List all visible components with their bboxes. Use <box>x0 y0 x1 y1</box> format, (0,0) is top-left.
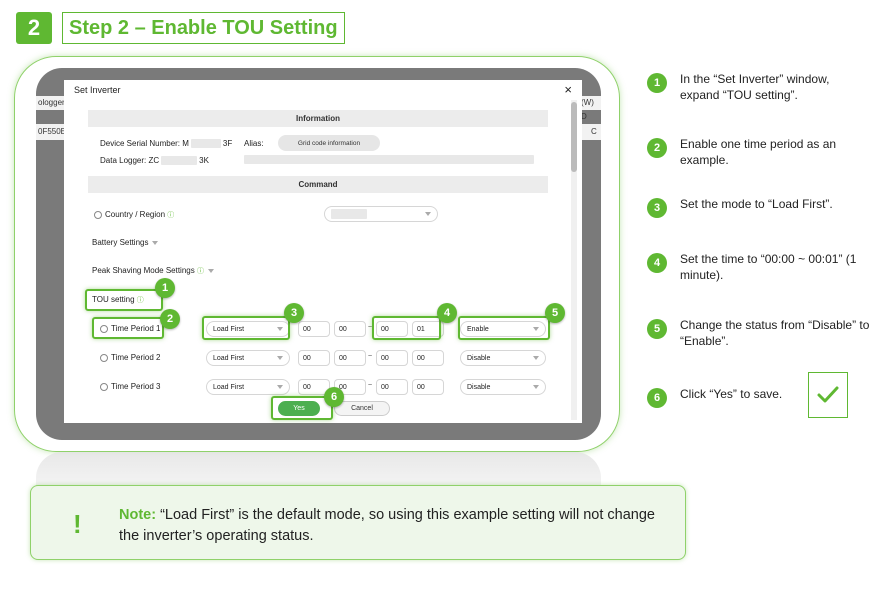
step-badge-3: 3 <box>647 198 667 218</box>
start-hour-1[interactable]: 00 <box>298 321 330 337</box>
time-period-1-radio[interactable]: Time Period 1 <box>100 324 161 333</box>
step-badge-2: 2 <box>647 138 667 158</box>
note-body: “Load First” is the default mode, so usi… <box>119 507 655 544</box>
radio-icon[interactable] <box>100 324 108 333</box>
radio-icon[interactable] <box>94 210 102 219</box>
chevron-down-icon <box>207 268 214 273</box>
country-region-option[interactable]: Country / Region ⓘ <box>94 210 174 220</box>
alias-label: Alias: <box>244 139 264 148</box>
step-text-4: Set the time to “00:00 ~ 00:01” (1 minut… <box>680 252 857 282</box>
chevron-down-icon <box>533 356 539 360</box>
bg-column-label: ologger <box>36 96 66 110</box>
end-minute-1[interactable]: 01 <box>412 321 444 337</box>
callout-badge-2: 2 <box>160 309 180 329</box>
chevron-down-icon <box>425 212 431 216</box>
step-number-badge: 2 <box>16 12 52 44</box>
info-icon: ⓘ <box>167 212 175 219</box>
close-icon[interactable]: × <box>564 82 572 97</box>
chevron-down-icon <box>533 385 539 389</box>
start-hour-2[interactable]: 00 <box>298 350 330 366</box>
status-select-1[interactable]: Enable <box>460 321 546 337</box>
bg-column-label-right: (W) D <box>581 96 601 121</box>
range-separator: ~ <box>368 353 373 360</box>
highlight-time-range <box>372 316 441 340</box>
exclamation-icon: ! <box>73 509 82 539</box>
mode-select-2[interactable]: Load First <box>206 350 290 366</box>
scrollbar-track[interactable] <box>571 100 577 420</box>
chevron-down-icon <box>152 240 159 245</box>
checkmark-icon <box>808 372 848 418</box>
callout-badge-1: 1 <box>155 278 175 298</box>
redacted-info <box>244 155 534 164</box>
step-text-5: Change the status from “Disable” to “Ena… <box>680 318 870 348</box>
end-hour-1[interactable]: 00 <box>376 321 408 337</box>
country-region-select[interactable] <box>324 206 438 222</box>
chevron-down-icon <box>277 385 283 389</box>
info-icon: ⓘ <box>196 268 204 275</box>
grid-code-info-button[interactable]: Grid code information <box>278 135 380 151</box>
radio-icon[interactable] <box>100 382 108 391</box>
end-hour-2[interactable]: 00 <box>376 350 408 366</box>
highlight-yes-button <box>271 396 333 420</box>
step-badge-6: 6 <box>647 388 667 408</box>
screenshot-frame <box>14 56 620 452</box>
tou-setting-toggle[interactable]: TOU setting ⓘ <box>92 295 144 304</box>
end-minute-3[interactable]: 00 <box>412 379 444 395</box>
range-separator: ~ <box>368 324 373 331</box>
bg-row-label-right: C <box>581 124 601 140</box>
end-hour-3[interactable]: 00 <box>376 379 408 395</box>
yes-button[interactable]: Yes <box>278 401 320 416</box>
status-select-2[interactable]: Disable <box>460 350 546 366</box>
step-text-6: Click “Yes” to save. <box>680 387 783 401</box>
peak-shaving-toggle[interactable]: Peak Shaving Mode Settings ⓘ <box>92 266 214 276</box>
time-period-2-radio[interactable]: Time Period 2 <box>100 353 161 362</box>
step-badge-5: 5 <box>647 319 667 339</box>
end-minute-2[interactable]: 00 <box>412 350 444 366</box>
start-minute-1[interactable]: 00 <box>334 321 366 337</box>
set-inverter-dialog: Set Inverter × Information Device Serial… <box>64 80 582 423</box>
info-icon: ⓘ <box>136 297 144 304</box>
callout-badge-4: 4 <box>437 303 457 323</box>
note-text: Note: “Load First” is the default mode, … <box>119 505 659 547</box>
status-select-3[interactable]: Disable <box>460 379 546 395</box>
step-text-3: Set the mode to “Load First”. <box>680 197 833 211</box>
note-label: Note: <box>119 507 157 523</box>
time-period-3-radio[interactable]: Time Period 3 <box>100 382 161 391</box>
highlight-time-period-1 <box>92 317 164 339</box>
cancel-button[interactable]: Cancel <box>334 401 390 416</box>
chevron-down-icon <box>533 327 539 331</box>
highlight-mode <box>202 316 290 340</box>
time-period-row: Time Period 2 Load First 00 00 ~ 00 00 D… <box>64 349 574 369</box>
mode-select-3[interactable]: Load First <box>206 379 290 395</box>
range-separator: ~ <box>368 382 373 389</box>
highlight-tou-setting <box>85 289 163 311</box>
time-period-row: Time Period 3 Load First 00 00 ~ 00 00 D… <box>64 378 574 398</box>
callout-badge-6: 6 <box>324 387 344 407</box>
start-minute-2[interactable]: 00 <box>334 350 366 366</box>
step-text-1: In the “Set Inverter” window, expand “TO… <box>680 72 830 102</box>
dialog-title: Set Inverter <box>74 85 121 95</box>
command-header: Command <box>88 176 548 193</box>
step-title: Step 2 – Enable TOU Setting <box>62 12 345 44</box>
note-box <box>30 485 686 560</box>
chevron-down-icon <box>277 327 283 331</box>
bg-row-label: 0F550E <box>36 124 66 140</box>
time-period-row: Time Period 1 Load First 00 00 ~ 00 01 E… <box>64 320 574 340</box>
step-text-2: Enable one time period as an example. <box>680 137 837 167</box>
scrollbar-thumb[interactable] <box>571 102 577 172</box>
callout-badge-5: 5 <box>545 303 565 323</box>
step-badge-1: 1 <box>647 73 667 93</box>
chevron-down-icon <box>277 356 283 360</box>
highlight-status <box>458 316 550 340</box>
callout-badge-3: 3 <box>284 303 304 323</box>
radio-icon[interactable] <box>100 353 108 362</box>
information-header: Information <box>88 110 548 127</box>
step-badge-4: 4 <box>647 253 667 273</box>
battery-settings-toggle[interactable]: Battery Settings <box>92 238 159 247</box>
